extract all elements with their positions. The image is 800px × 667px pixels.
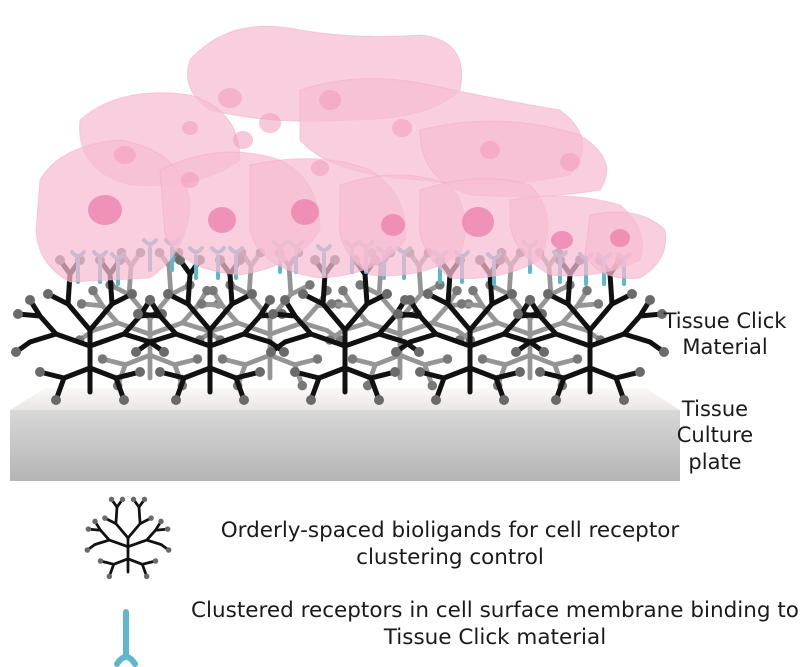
cell-nucleus <box>480 141 500 159</box>
cell-nucleus <box>182 121 198 135</box>
cell-nucleus <box>291 199 319 225</box>
cell-cluster <box>35 25 667 283</box>
cell-nucleus <box>392 119 412 137</box>
receptor-icon <box>114 609 138 667</box>
cell-nucleus <box>114 146 136 164</box>
cell-nucleus <box>88 195 122 225</box>
branched-dendrimer-icon <box>83 495 173 581</box>
tissue-click-material-label: Tissue Click Material <box>663 309 787 360</box>
cell-nucleus <box>208 207 236 233</box>
cell-nucleus <box>381 214 405 236</box>
plate-front-face <box>10 410 680 481</box>
receptors-legend-label: Clustered receptors in cell surface memb… <box>191 598 799 650</box>
cell-nucleus <box>259 113 281 133</box>
tissue-culture-plate <box>10 388 680 481</box>
bioligands-legend-label: Orderly-spaced bioligands for cell recep… <box>220 518 680 570</box>
dendrimer-front <box>511 255 669 405</box>
cell-nucleus <box>319 90 341 110</box>
cell-nucleus <box>610 229 630 247</box>
cell-nucleus <box>311 160 329 176</box>
tissue-culture-plate-label: Tissue Culture plate <box>676 397 754 474</box>
cell-nucleus <box>218 88 242 108</box>
cell-nucleus <box>462 207 494 237</box>
cell-nucleus <box>551 231 573 249</box>
cell-nucleus <box>233 131 253 149</box>
cell-nucleus <box>181 172 199 188</box>
cell-nucleus <box>560 153 580 171</box>
dendrimer-front <box>131 255 289 405</box>
